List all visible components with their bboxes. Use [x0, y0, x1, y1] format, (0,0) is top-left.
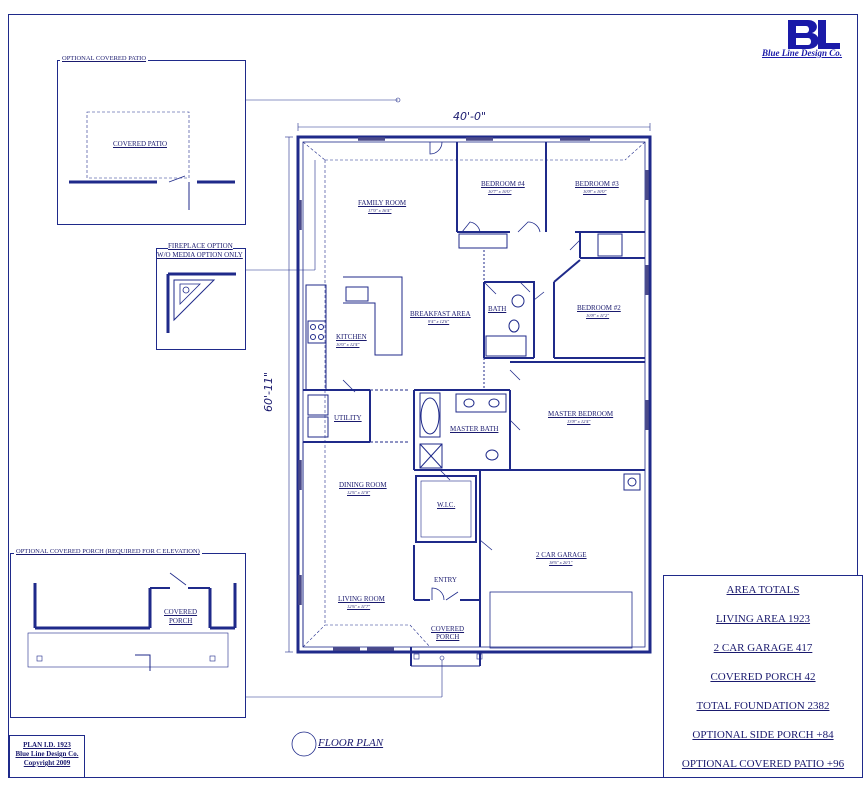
optional-patio-title: OPTIONAL COVERED PATIO	[60, 55, 149, 62]
room-porch-1: COVERED	[431, 625, 465, 633]
room-garage-size: 18'6" x 20'1"	[549, 560, 573, 565]
room-bedroom4-size: 10'7" x 10'0"	[488, 189, 512, 194]
room-bedroom2: BEDROOM #2	[577, 304, 621, 312]
area-patio: OPTIONAL COVERED PATIO +96	[681, 758, 845, 770]
plan-id-line3: Copyright 2009	[23, 759, 71, 767]
room-porch-2: PORCH	[436, 633, 460, 641]
optional-porch-title: OPTIONAL COVERED PORCH (REQUIRED FOR C E…	[14, 548, 202, 555]
fireplace-title-line1: FIREPLACE OPTION	[168, 242, 233, 250]
area-garage: 2 CAR GARAGE 417	[713, 642, 813, 654]
plan-id-line2: Blue Line Design Co.	[15, 750, 79, 758]
room-master-bedroom: MASTER BEDROOM	[548, 410, 614, 418]
optional-porch-drawing	[27, 572, 237, 671]
room-utility: UTILITY	[334, 414, 362, 422]
area-side-porch: OPTIONAL SIDE PORCH +84	[692, 729, 834, 741]
drawing-frame	[8, 14, 858, 778]
room-kitchen-size: 10'0" x 12'4"	[336, 342, 360, 347]
room-master-bath: MASTER BATH	[450, 425, 499, 433]
room-breakfast: BREAKFAST AREA	[410, 310, 471, 318]
dimension-width: 40'-0"	[453, 110, 487, 123]
area-totals-box: AREA TOTALS LIVING AREA 1923 2 CAR GARAG…	[663, 575, 863, 778]
room-family: FAMILY ROOM	[358, 199, 407, 207]
area-living: LIVING AREA 1923	[715, 613, 811, 625]
fireplace-drawing	[166, 272, 236, 333]
optional-porch-label-2: PORCH	[169, 617, 193, 625]
room-dining-size: 12'6" x 11'8"	[347, 490, 371, 495]
room-bedroom3-size: 10'8" x 10'0"	[583, 189, 607, 194]
room-garage: 2 CAR GARAGE	[536, 551, 587, 559]
room-wic: W.I.C.	[437, 501, 456, 509]
room-kitchen: KITCHEN	[336, 333, 367, 341]
room-bedroom4: BEDROOM #4	[481, 180, 525, 188]
room-bath: BATH	[488, 305, 507, 313]
room-entry: ENTRY	[434, 576, 457, 584]
plan-id-box: PLAN I.D. 1923 Blue Line Design Co. Copy…	[9, 735, 85, 778]
area-totals-title: AREA TOTALS	[726, 584, 800, 596]
room-living-size: 12'6" x 11'7"	[347, 604, 371, 609]
dimension-depth: 60'-11"	[262, 371, 275, 412]
room-breakfast-size: 9'4" x 12'6"	[428, 319, 450, 324]
optional-patio-drawing	[69, 111, 235, 210]
logo-mark	[788, 20, 840, 49]
optional-patio-label: COVERED PATIO	[113, 140, 167, 148]
floor-plan-title: FLOOR PLAN	[318, 737, 384, 749]
room-family-size: 17'0" x 16'4"	[368, 208, 392, 213]
fireplace-option-box	[156, 248, 246, 350]
optional-porch-label-1: COVERED	[164, 608, 198, 616]
logo-text: Blue Line Design Co.	[762, 48, 843, 58]
plan-id-line1: PLAN I.D. 1923	[23, 741, 71, 749]
fireplace-title-line2: W/O MEDIA OPTION ONLY	[157, 251, 243, 259]
optional-patio-box	[57, 60, 246, 225]
area-porch: COVERED PORCH 42	[710, 671, 816, 683]
room-master-bedroom-size: 13'8" x 12'4"	[567, 419, 591, 424]
room-dining: DINING ROOM	[339, 481, 387, 489]
room-bedroom3: BEDROOM #3	[575, 180, 619, 188]
area-foundation: TOTAL FOUNDATION 2382	[696, 700, 830, 712]
room-living: LIVING ROOM	[338, 595, 385, 603]
room-bedroom2-size: 10'8" x 11'2"	[586, 313, 610, 318]
optional-porch-box	[10, 553, 246, 718]
